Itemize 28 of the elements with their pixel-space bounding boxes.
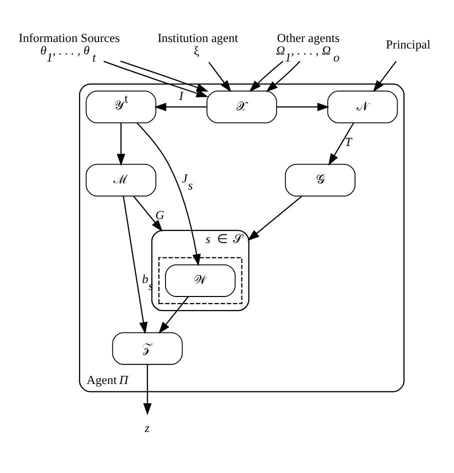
arrow: [372, 60, 397, 92]
arrow: [136, 122, 201, 266]
arrow: [120, 60, 209, 92]
node-box: 𝒵: [112, 332, 183, 364]
node-box: 𝒢: [284, 163, 356, 196]
arrow: [104, 60, 208, 97]
node-text: z: [144, 420, 150, 434]
node-box: 𝒩: [327, 90, 398, 123]
node-text: Principal: [386, 37, 430, 52]
arrow: [247, 195, 302, 240]
node-box: 𝒲: [165, 264, 236, 296]
arrow: [276, 102, 330, 111]
arrow: [266, 60, 300, 92]
arrow: [208, 61, 232, 92]
arrow: [116, 122, 126, 166]
node-box: 𝒳: [206, 90, 278, 123]
edge-label: I: [179, 88, 184, 103]
arrow: [154, 102, 207, 111]
arrow: [328, 122, 354, 166]
arrow: [133, 195, 163, 232]
node-text: Institution agent ξ: [158, 30, 238, 58]
edge-label: G: [155, 208, 164, 222]
node-box: ℳ: [86, 163, 156, 196]
cluster: [158, 256, 242, 304]
arrow: [143, 364, 152, 415]
edge-label: T: [344, 134, 352, 148]
arrow: [122, 196, 148, 334]
arrow: [249, 60, 284, 92]
